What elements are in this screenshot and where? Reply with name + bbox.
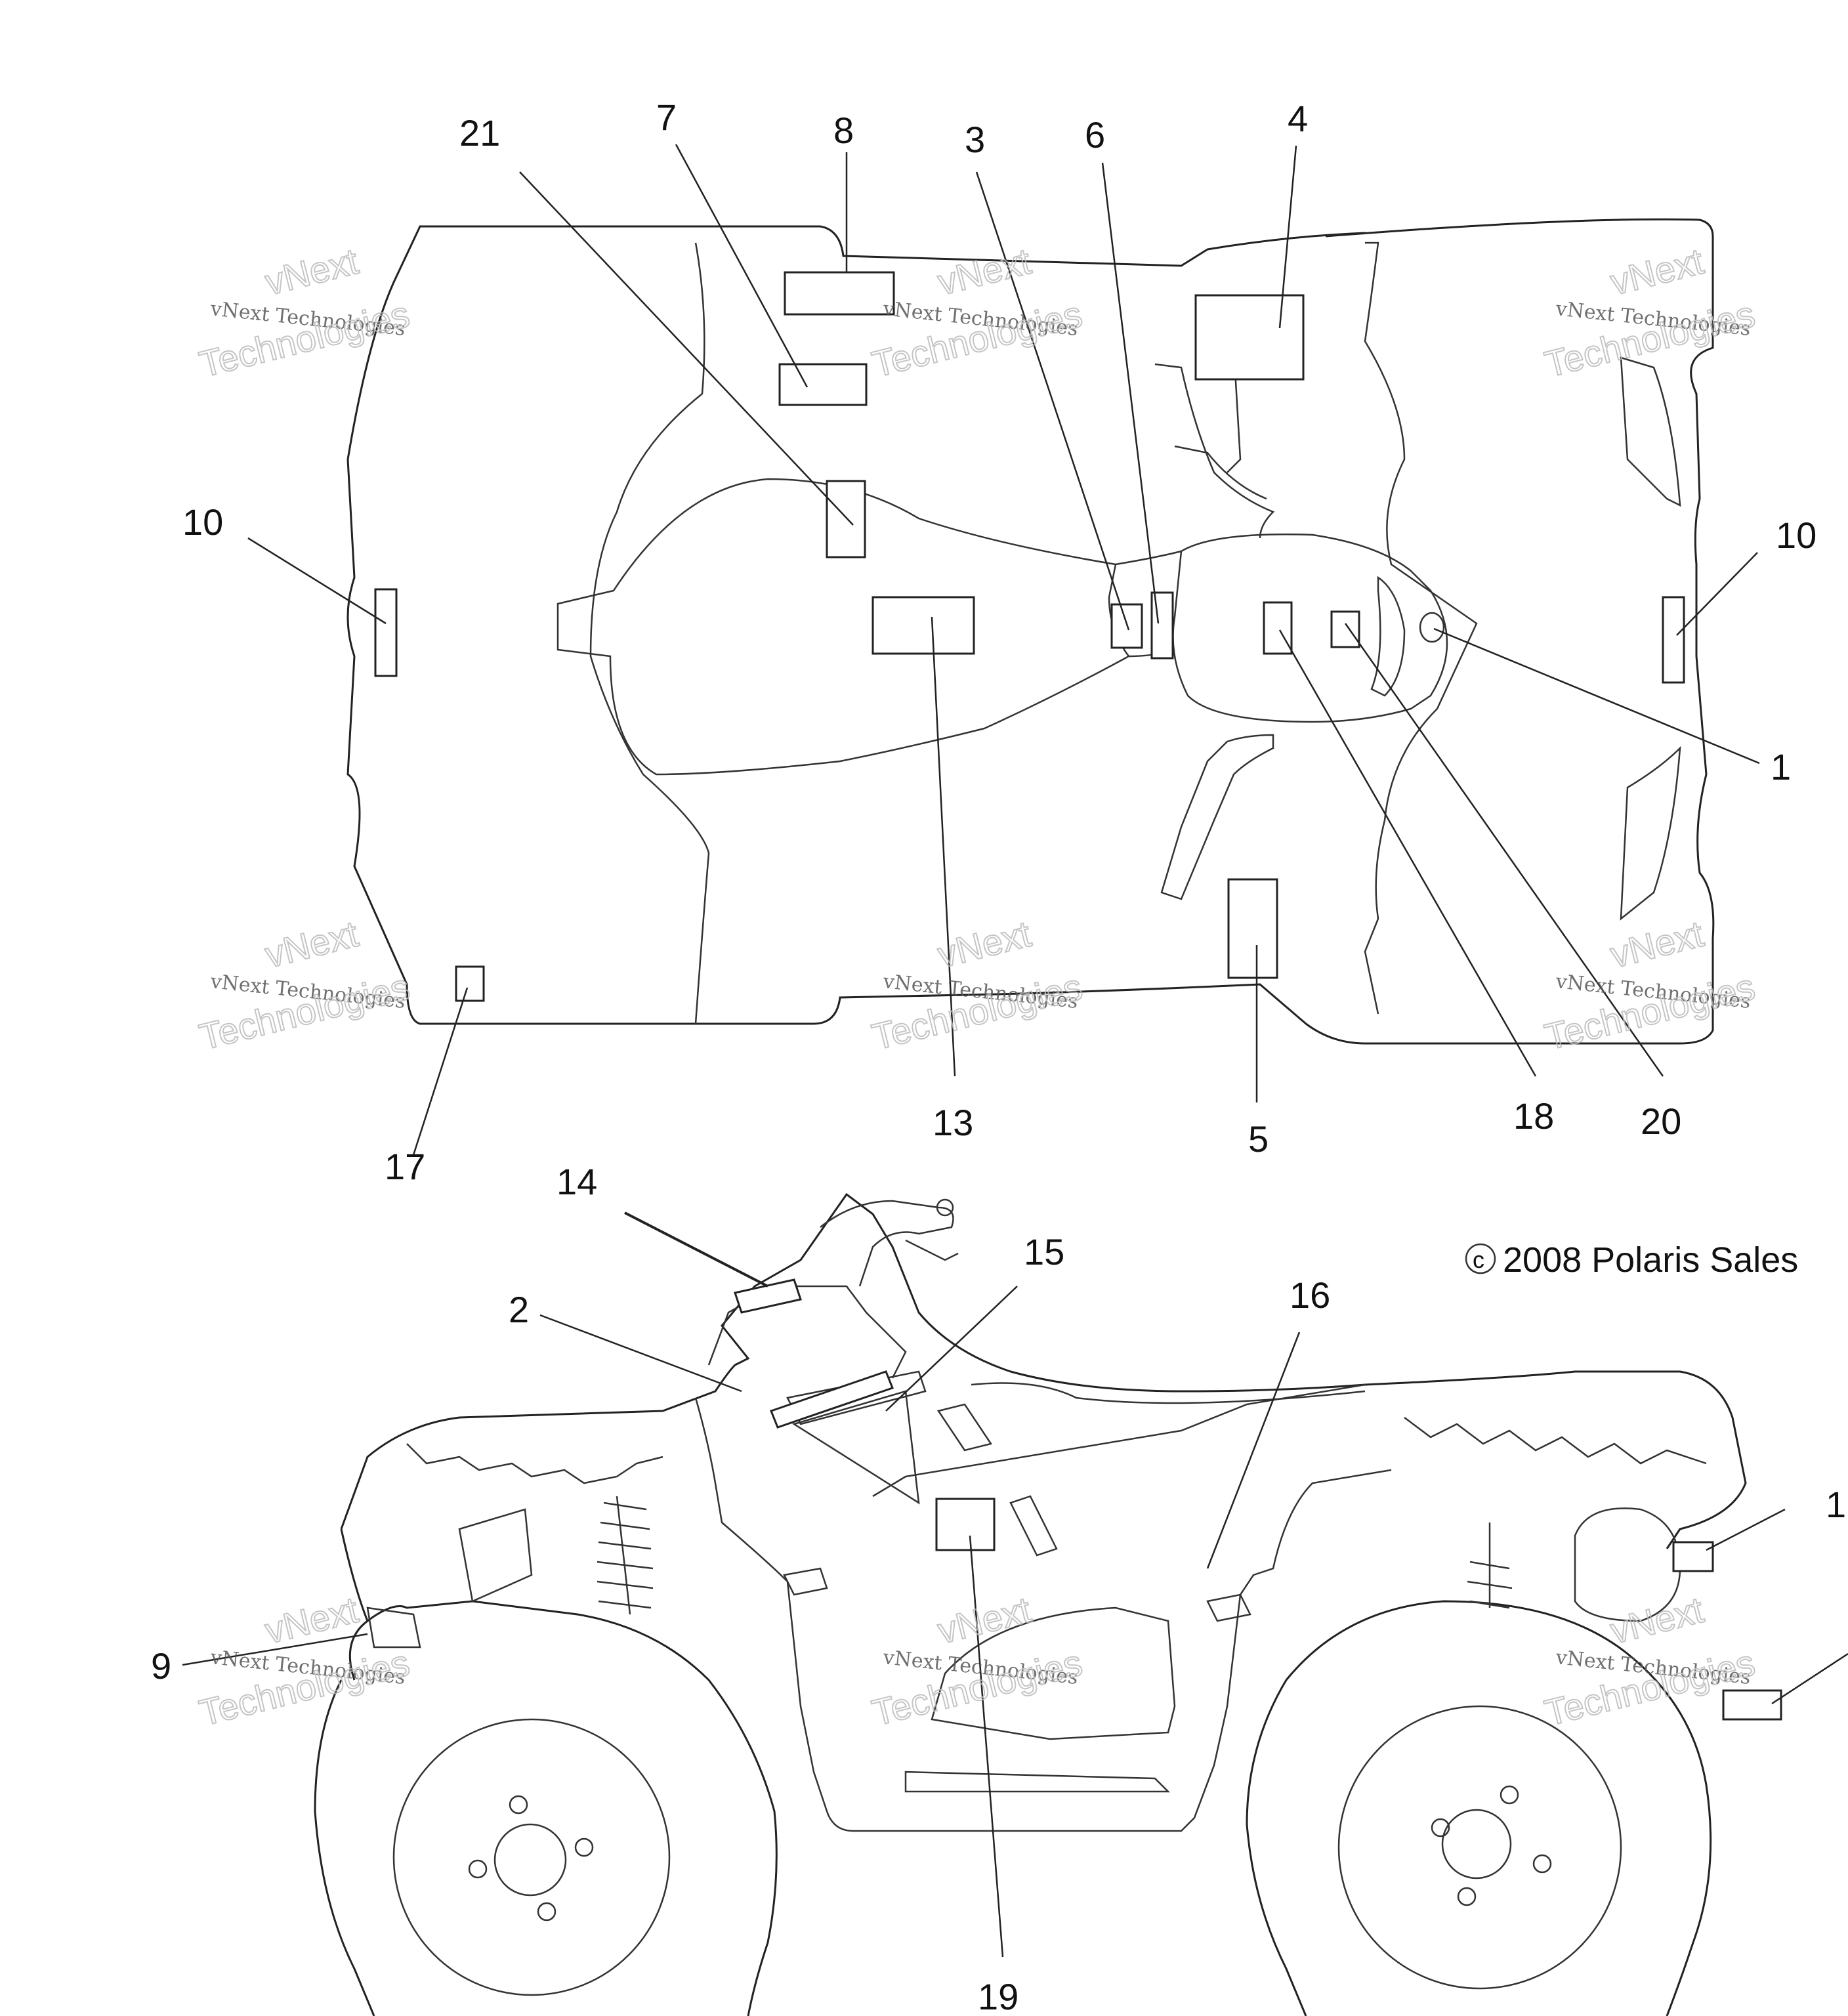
- watermark-vnext: vNext: [1606, 1589, 1708, 1652]
- decal-6: [1150, 591, 1174, 660]
- decal-10-rear: [374, 588, 398, 677]
- decal-15: [770, 1370, 894, 1429]
- atv-top-view: [247, 144, 1760, 1156]
- callout-18: 18: [1513, 1095, 1554, 1137]
- callout-9: 9: [151, 1645, 171, 1687]
- decal-7: [778, 363, 868, 406]
- callout-16: 16: [1290, 1274, 1330, 1316]
- decal-1-side: [1672, 1541, 1714, 1572]
- decal-18: [1263, 601, 1293, 655]
- callout-5: 5: [1248, 1118, 1269, 1160]
- front-shock: [1467, 1522, 1513, 1609]
- decal-20: [1330, 610, 1360, 648]
- callout-20: 20: [1641, 1101, 1681, 1142]
- decal-10-front: [1662, 596, 1685, 684]
- decal-19: [935, 1498, 996, 1551]
- copyright-symbol-icon: [1465, 1243, 1496, 1274]
- decal-3: [1110, 603, 1143, 649]
- callout-21: 21: [459, 112, 500, 154]
- callout-6: 6: [1085, 114, 1105, 156]
- atv-side-view: [182, 1192, 1848, 2016]
- watermark: vNext vNext Technologies Technologies: [195, 912, 414, 1059]
- callout-15: 15: [1024, 1231, 1064, 1272]
- callout-3: 3: [965, 119, 985, 160]
- watermark: vNext vNext Technologies Technologies: [1540, 240, 1759, 386]
- decal-5: [1227, 878, 1278, 979]
- watermark-vnext: vNext: [261, 1589, 363, 1652]
- callout-19: 19: [978, 1976, 1018, 2016]
- watermark: vNext vNext Technologies Technologies: [868, 912, 1087, 1059]
- rear-shock: [597, 1496, 654, 1615]
- callout-14: 14: [556, 1161, 597, 1202]
- watermark: vNext vNext Technologies Technologies: [1540, 912, 1759, 1059]
- callout-7: 7: [656, 96, 677, 138]
- copyright-text: 2008 Polaris Sales: [1503, 1240, 1798, 1280]
- decal-4: [1194, 294, 1305, 381]
- decal-21: [826, 480, 866, 558]
- callout-10-right: 10: [1776, 514, 1816, 556]
- watermark-vnext: vNext: [261, 913, 363, 976]
- decal-17: [455, 965, 485, 1002]
- callout-1-side: 1: [1826, 1484, 1846, 1525]
- decal-12: [1722, 1689, 1782, 1721]
- callout-10-left: 10: [182, 501, 223, 543]
- watermark: vNext vNext Technologies Technologies: [868, 1588, 1087, 1734]
- copyright-symbol: c: [1473, 1246, 1484, 1273]
- watermark-vnext: vNext: [934, 913, 1036, 976]
- decal-8: [784, 271, 895, 316]
- copyright-notice: c 2008 Polaris Sales: [1465, 1240, 1798, 1280]
- callout-labels: 21 7 8 3 6 4 10 10 1 17 13 5 18 20 14 15…: [151, 96, 1846, 2016]
- decal-13: [872, 596, 975, 655]
- callout-4: 4: [1288, 98, 1308, 139]
- callout-2: 2: [509, 1289, 529, 1330]
- callout-13: 13: [933, 1102, 973, 1143]
- callout-8: 8: [833, 110, 854, 151]
- callout-1-top: 1: [1771, 746, 1791, 788]
- decal-14: [734, 1278, 802, 1314]
- watermark-vnext: vNext: [1606, 913, 1708, 976]
- watermark-vnext: vNext: [934, 240, 1036, 303]
- watermark-vnext: vNext: [261, 240, 363, 303]
- watermark: vNext vNext Technologies Technologies: [195, 240, 414, 386]
- callout-17: 17: [385, 1146, 425, 1187]
- watermark-vnext: vNext: [1606, 240, 1708, 303]
